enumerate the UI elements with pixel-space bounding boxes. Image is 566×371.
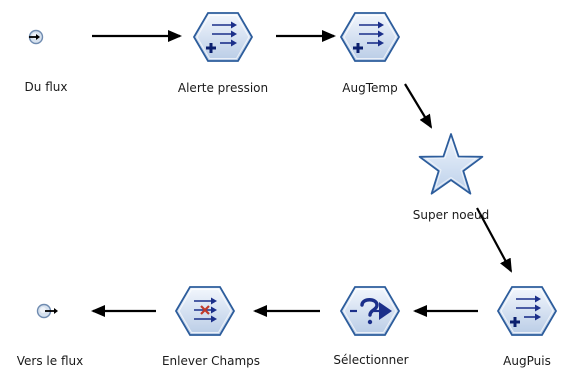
node-alerte-pression[interactable] (192, 12, 254, 62)
node-label-selectionner: Sélectionner (333, 353, 409, 367)
node-label-alerte-pression: Alerte pression (177, 81, 269, 95)
node-augpuis[interactable] (496, 286, 558, 336)
edge-super-to-augpuis[interactable] (476, 207, 512, 273)
source-connector-icon (28, 29, 44, 45)
edges-layer (91, 30, 512, 317)
node-augtemp[interactable] (339, 12, 401, 62)
sink-connector-icon (36, 303, 58, 319)
node-label-super-noeud: Super noeud (412, 208, 490, 222)
supernode-star-icon (418, 133, 484, 195)
node-label-enlever-champs: Enlever Champs (161, 354, 261, 368)
derive-node-icon (192, 12, 254, 62)
node-label-augtemp: AugTemp (342, 81, 398, 95)
filter-node-icon (174, 286, 236, 336)
node-label-du-flux: Du flux (24, 80, 68, 94)
derive-node-icon (339, 12, 401, 62)
derive-node-icon (496, 286, 558, 336)
node-enlever-champs[interactable] (174, 286, 236, 336)
node-vers-le-flux[interactable] (36, 303, 59, 319)
edge-augtemp-to-super[interactable] (404, 83, 433, 129)
node-du-flux[interactable] (28, 29, 44, 45)
select-node-icon (339, 286, 401, 336)
node-super-noeud[interactable] (418, 133, 484, 195)
node-label-vers-le-flux: Vers le flux (16, 354, 84, 368)
node-selectionner[interactable] (339, 286, 401, 336)
node-label-augpuis: AugPuis (503, 354, 551, 368)
